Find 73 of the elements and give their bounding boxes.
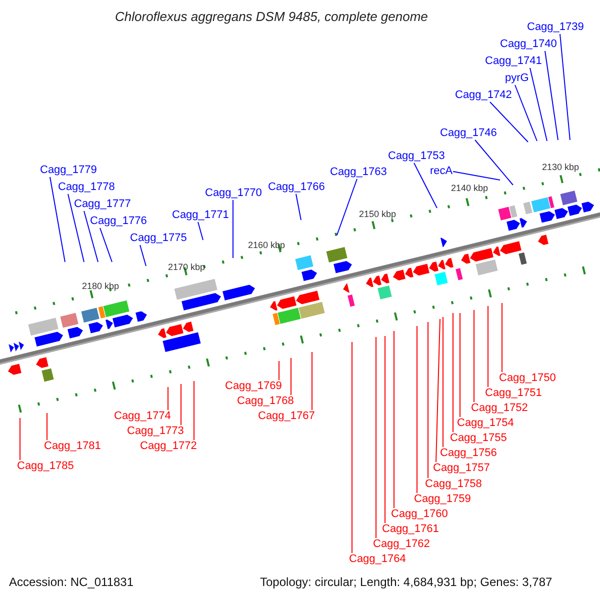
- title: Chloroflexus aggregans DSM 9485, complete genome: [115, 9, 428, 24]
- leader-line: [414, 162, 438, 208]
- gene-label: Cagg_1768: [237, 395, 294, 408]
- gene-label: Cagg_1746: [440, 127, 497, 140]
- leader-line: [530, 68, 548, 142]
- leader-line: [514, 84, 538, 142]
- gene-label: Cagg_1766: [268, 181, 325, 194]
- leader-line: [140, 244, 146, 266]
- gene-label: Cagg_1760: [391, 508, 448, 521]
- gene-label: Cagg_1752: [471, 402, 528, 415]
- leader-line: [416, 326, 418, 494]
- gene-label: pyrG: [505, 72, 529, 85]
- leader-line: [232, 200, 234, 258]
- gene-label: Cagg_1762: [373, 538, 430, 551]
- leader-line: [336, 178, 358, 236]
- leader-line: [68, 194, 84, 262]
- leader-line: [50, 176, 66, 262]
- leader-line: [490, 102, 528, 142]
- gene-label: Cagg_1756: [440, 447, 497, 460]
- gene-label: Cagg_1779: [40, 164, 97, 177]
- gene-label: Cagg_1781: [44, 440, 101, 453]
- gene-label: Cagg_1770: [205, 187, 262, 200]
- gene-label: Cagg_1754: [457, 417, 514, 430]
- gene-label: Cagg_1763: [330, 166, 387, 179]
- gene-label: Cagg_1778: [58, 181, 115, 194]
- leader-line: [384, 336, 386, 524]
- gene-label: Cagg_1767: [258, 410, 315, 423]
- leader-line: [278, 360, 280, 380]
- gene-label: Cagg_1742: [455, 89, 512, 102]
- leader-line: [436, 318, 440, 462]
- gene-label: Cagg_1757: [433, 462, 490, 475]
- scale-label: 2140 kbp: [451, 183, 488, 193]
- gene-label: Cagg_1758: [425, 478, 482, 491]
- gene-label: Cagg_1776: [90, 215, 147, 228]
- gene-label: Cagg_1785: [17, 460, 74, 473]
- leader-line: [544, 50, 558, 140]
- gene-label: Cagg_1755: [450, 432, 507, 445]
- gene-label: Cagg_1769: [225, 380, 282, 393]
- gene-label: Cagg_1741: [485, 55, 542, 68]
- leader-line: [452, 312, 454, 432]
- gene-label: recA: [430, 165, 453, 178]
- genome-summary-text: Topology: circular; Length: 4,684,931 bp; Genes: 3,787: [260, 575, 552, 589]
- gene-label: Cagg_1761: [382, 523, 439, 536]
- leader-line: [296, 194, 302, 220]
- gene-label: Cagg_1771: [172, 209, 229, 222]
- leader-line: [100, 228, 112, 262]
- leader-line: [46, 412, 48, 440]
- gene-label: Cagg_1774: [114, 410, 171, 423]
- leader-line: [474, 140, 514, 186]
- leader-line: [84, 210, 98, 262]
- gene-label: Cagg_1759: [414, 493, 471, 506]
- leader-line: [452, 171, 500, 180]
- gene-label: Cagg_1753: [388, 150, 445, 163]
- gene-label: Cagg_1775: [130, 232, 187, 245]
- leader-line: [198, 222, 204, 240]
- leader-line: [442, 316, 444, 448]
- scale-label: 2150 kbp: [359, 209, 396, 219]
- gene-label: Cagg_1772: [140, 440, 197, 453]
- scale-label: 2130 kbp: [542, 162, 580, 172]
- leader-line: [560, 34, 570, 140]
- gene-label: Cagg_1764: [349, 553, 406, 566]
- leader-line: [290, 358, 292, 396]
- leader-line: [180, 384, 182, 426]
- gene-label: Cagg_1740: [500, 38, 557, 51]
- gene-label: Cagg_1751: [485, 387, 542, 400]
- scale-label: 2170 kbp: [168, 262, 206, 272]
- scale-label: 2160 kbp: [248, 240, 286, 250]
- gene-label: Cagg_1773: [127, 425, 184, 438]
- gene-label: Cagg_1777: [74, 198, 131, 211]
- scale-label: 2180 kbp: [82, 281, 120, 291]
- gene-label: Cagg_1750: [499, 372, 556, 385]
- accession-text: Accession: NC_011831: [9, 575, 134, 589]
- gene-label: Cagg_1739: [527, 21, 584, 34]
